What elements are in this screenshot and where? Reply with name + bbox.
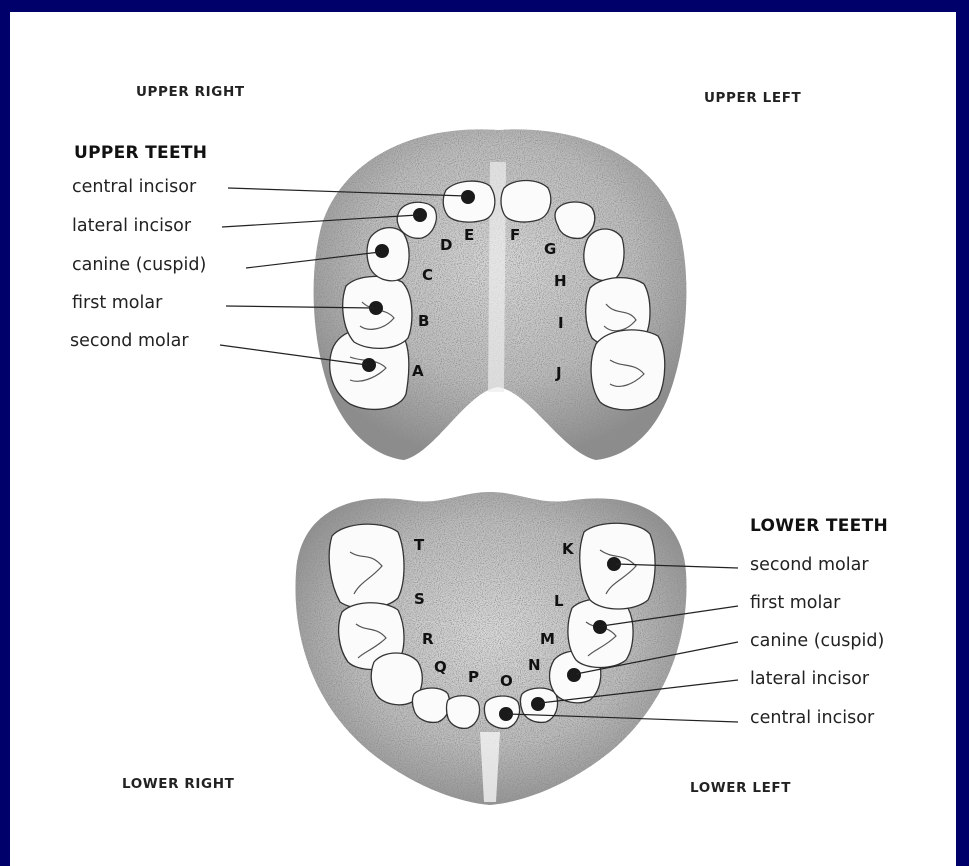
dot-lower-canine (567, 668, 581, 682)
lower-arch (290, 482, 700, 812)
tooth-letter-J: J (556, 364, 562, 382)
tooth-letter-A: A (412, 362, 424, 380)
dental-arch-diagram (10, 12, 956, 866)
tooth-letter-E: E (464, 226, 474, 244)
quadrant-lower-left: LOWER LEFT (690, 780, 791, 796)
tooth-letter-L: L (554, 592, 564, 610)
diagram-canvas: UPPER RIGHT UPPER LEFT LOWER RIGHT LOWER… (10, 12, 956, 866)
upper-arch (300, 112, 700, 472)
dot-lower-lateral-incisor (531, 697, 545, 711)
dot-upper-central-incisor (461, 190, 475, 204)
dot-upper-canine (375, 244, 389, 258)
tooth-letter-R: R (422, 630, 434, 648)
tooth-letter-T: T (414, 536, 424, 554)
tooth-letter-P: P (468, 668, 479, 686)
tooth-upper-J (591, 330, 665, 410)
lower-label-first-molar: first molar (750, 593, 840, 613)
tooth-letter-S: S (414, 590, 425, 608)
lower-label-lateral-incisor: lateral incisor (750, 669, 869, 689)
upper-label-lateral-incisor: lateral incisor (72, 216, 191, 236)
quadrant-upper-right: UPPER RIGHT (136, 84, 245, 100)
lower-label-canine: canine (cuspid) (750, 631, 884, 651)
tooth-lower-Q (413, 688, 450, 722)
tooth-lower-T (329, 524, 404, 608)
tooth-upper-F (501, 181, 551, 223)
tooth-lower-P (447, 696, 480, 729)
tooth-letter-O: O (500, 672, 513, 690)
tooth-letter-C: C (422, 266, 433, 284)
lower-label-central-incisor: central incisor (750, 708, 874, 728)
tooth-letter-Q: Q (434, 658, 447, 676)
palate-midline (496, 162, 498, 392)
tooth-letter-M: M (540, 630, 555, 648)
tooth-letter-D: D (440, 236, 452, 254)
quadrant-upper-left: UPPER LEFT (704, 90, 801, 106)
tooth-upper-H (584, 229, 624, 281)
lower-teeth-heading: LOWER TEETH (750, 516, 888, 536)
tooth-letter-I: I (558, 314, 564, 332)
upper-label-canine: canine (cuspid) (72, 255, 206, 275)
tooth-letter-B: B (418, 312, 429, 330)
quadrant-lower-right: LOWER RIGHT (122, 776, 234, 792)
dot-lower-first-molar (593, 620, 607, 634)
upper-teeth-heading: UPPER TEETH (74, 143, 207, 163)
upper-label-first-molar: first molar (72, 293, 162, 313)
tooth-letter-G: G (544, 240, 556, 258)
upper-label-second-molar: second molar (70, 331, 189, 351)
tooth-letter-N: N (528, 656, 541, 674)
tooth-letter-F: F (510, 226, 520, 244)
lower-label-second-molar: second molar (750, 555, 869, 575)
tooth-letter-H: H (554, 272, 567, 290)
upper-label-central-incisor: central incisor (72, 177, 196, 197)
tooth-letter-K: K (562, 540, 574, 558)
